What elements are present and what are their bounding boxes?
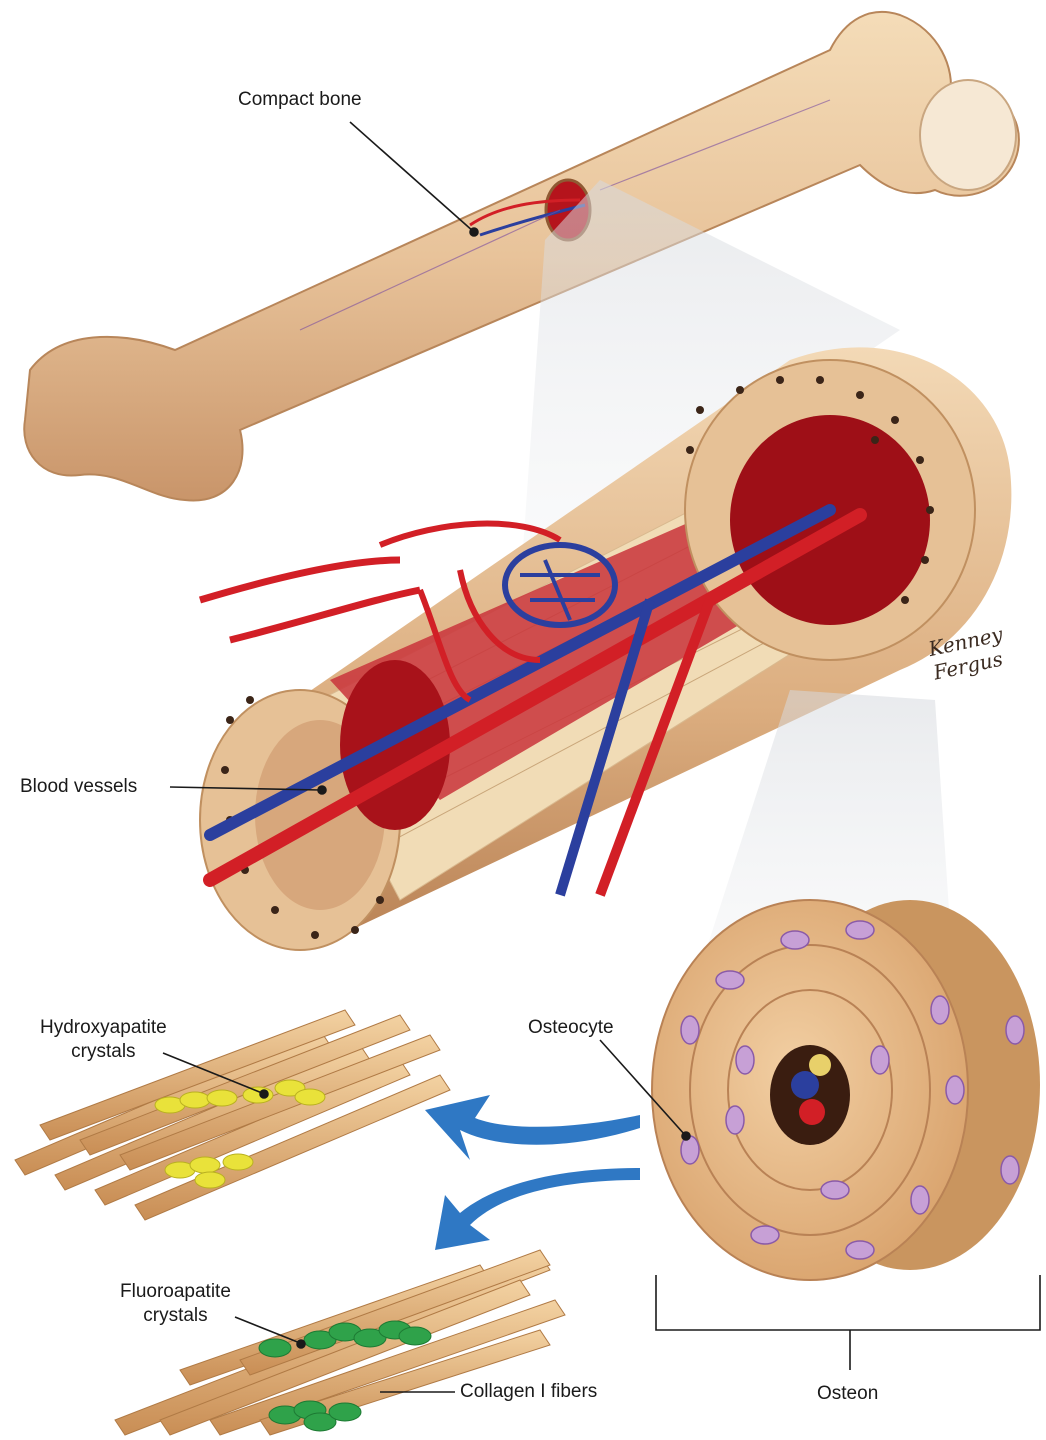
label-fluoroapatite-crystals: Fluoroapatite crystals [120,1280,231,1328]
label-blood-vessels: Blood vessels [20,775,137,799]
label-collagen-fibers: Collagen I fibers [460,1380,597,1404]
collagen-bundle-fluoroapatite [115,1250,565,1435]
label-osteocyte: Osteocyte [528,1016,614,1040]
osteon-disc [652,900,1040,1280]
arrows [425,1095,640,1250]
label-hydroxyapatite-crystals: Hydroxyapatite crystals [40,1016,167,1064]
label-osteon: Osteon [817,1382,878,1406]
label-compact-bone: Compact bone [238,88,362,112]
